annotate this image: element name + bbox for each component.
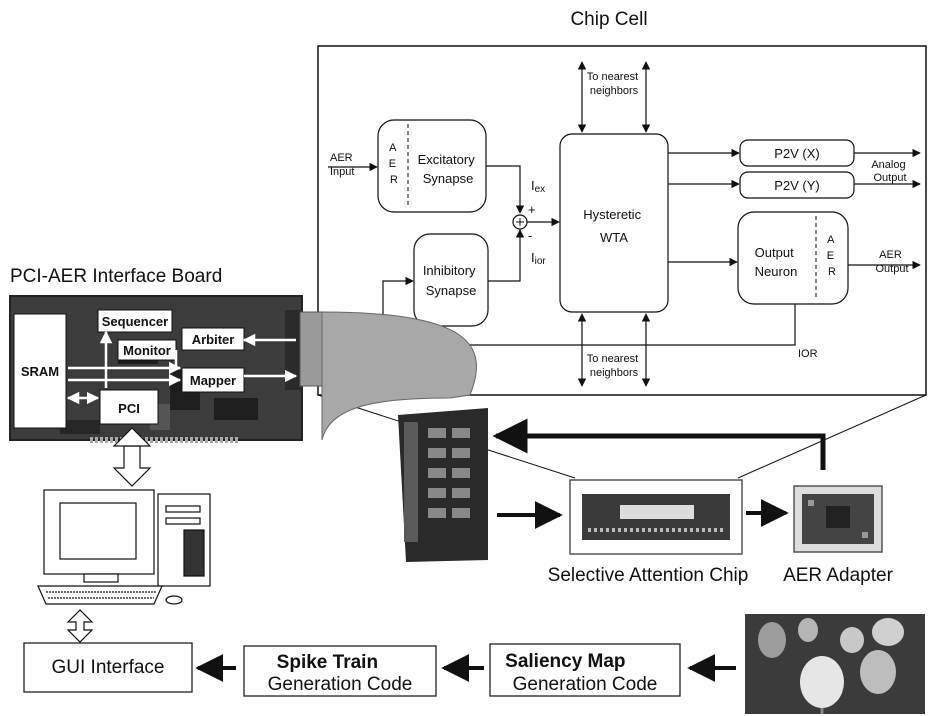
sequencer-label: Sequencer [102, 314, 168, 329]
minus-sign: - [528, 228, 532, 243]
output-neuron-aer-letters: A E R [827, 234, 837, 278]
inhibitory-synapse-label: Inhibitory Synapse [423, 263, 479, 298]
board-to-computer-arrow-top [112, 427, 152, 447]
hysteretic-wta-label: Hysteretic WTA [583, 207, 644, 245]
aer-adapter-photo [793, 485, 883, 553]
pci-label: PCI [118, 401, 140, 416]
i-ex-label: Iex [531, 178, 545, 195]
output-neuron-box [737, 211, 849, 305]
zoom-line-right [737, 394, 927, 479]
sequencer-block [97, 309, 173, 333]
p2v-x-label: P2V (X) [774, 146, 820, 161]
spike-train-box [243, 645, 437, 697]
aer-adapter-label: AER Adapter [783, 565, 894, 586]
saliency-map-box [489, 643, 681, 697]
spike-train-label: Spike Train Generation Code [268, 652, 413, 695]
monitor-label: Monitor [123, 343, 171, 358]
to-nearest-bottom-label: To nearest neighbors [587, 353, 641, 379]
hysteretic-wta-box [559, 133, 669, 313]
excitatory-synapse-label: Excitatory Synapse [418, 152, 479, 186]
selective-attention-chip-photo [569, 479, 743, 555]
board-to-computer-arrow [112, 445, 152, 487]
inhibitory-synapse-box [413, 233, 489, 327]
to-nearest-top-label: To nearest neighbors [587, 71, 641, 97]
sram-block [13, 313, 67, 429]
computer-to-gui-arrow [66, 609, 94, 643]
mapper-label: Mapper [190, 373, 236, 388]
output-neuron-label: Output Neuron [755, 245, 798, 279]
ribbon-cable-flex [321, 311, 477, 441]
aer-output-label: AER Output [875, 249, 908, 275]
i-ior-label: Iior [531, 250, 546, 267]
adapter-feedback-line [492, 418, 826, 470]
ribbon-cable [299, 311, 325, 387]
iex-line [486, 165, 525, 214]
sram-label: SRAM [21, 364, 59, 379]
chip-cell-title: Chip Cell [570, 9, 647, 30]
ior-label: IOR [798, 348, 818, 360]
excitatory-aer-letters: A E R [389, 142, 399, 186]
analog-output-label: Analog Output [871, 159, 908, 184]
p2v-y-label: P2V (Y) [774, 178, 820, 193]
board-bus-arrows [66, 330, 298, 405]
pci-block [99, 389, 159, 425]
iior-line [488, 229, 525, 282]
saliency-map-label: Saliency Map Generation Code [505, 651, 657, 695]
plus-sign: + [528, 202, 536, 217]
balloons-input-image [745, 614, 925, 714]
computer-illustration [37, 489, 211, 605]
mapper-block [181, 367, 245, 393]
gui-interface-label: GUI Interface [52, 657, 165, 678]
gui-interface-box [23, 642, 193, 693]
interface-board-photo [398, 408, 488, 562]
board-title: PCI-AER Interface Board [10, 266, 222, 287]
aer-input-label: AER Input [330, 152, 356, 178]
arbiter-label: Arbiter [192, 332, 235, 347]
p2v-y-box [739, 171, 855, 199]
selective-attention-chip-label: Selective Attention Chip [548, 565, 749, 586]
